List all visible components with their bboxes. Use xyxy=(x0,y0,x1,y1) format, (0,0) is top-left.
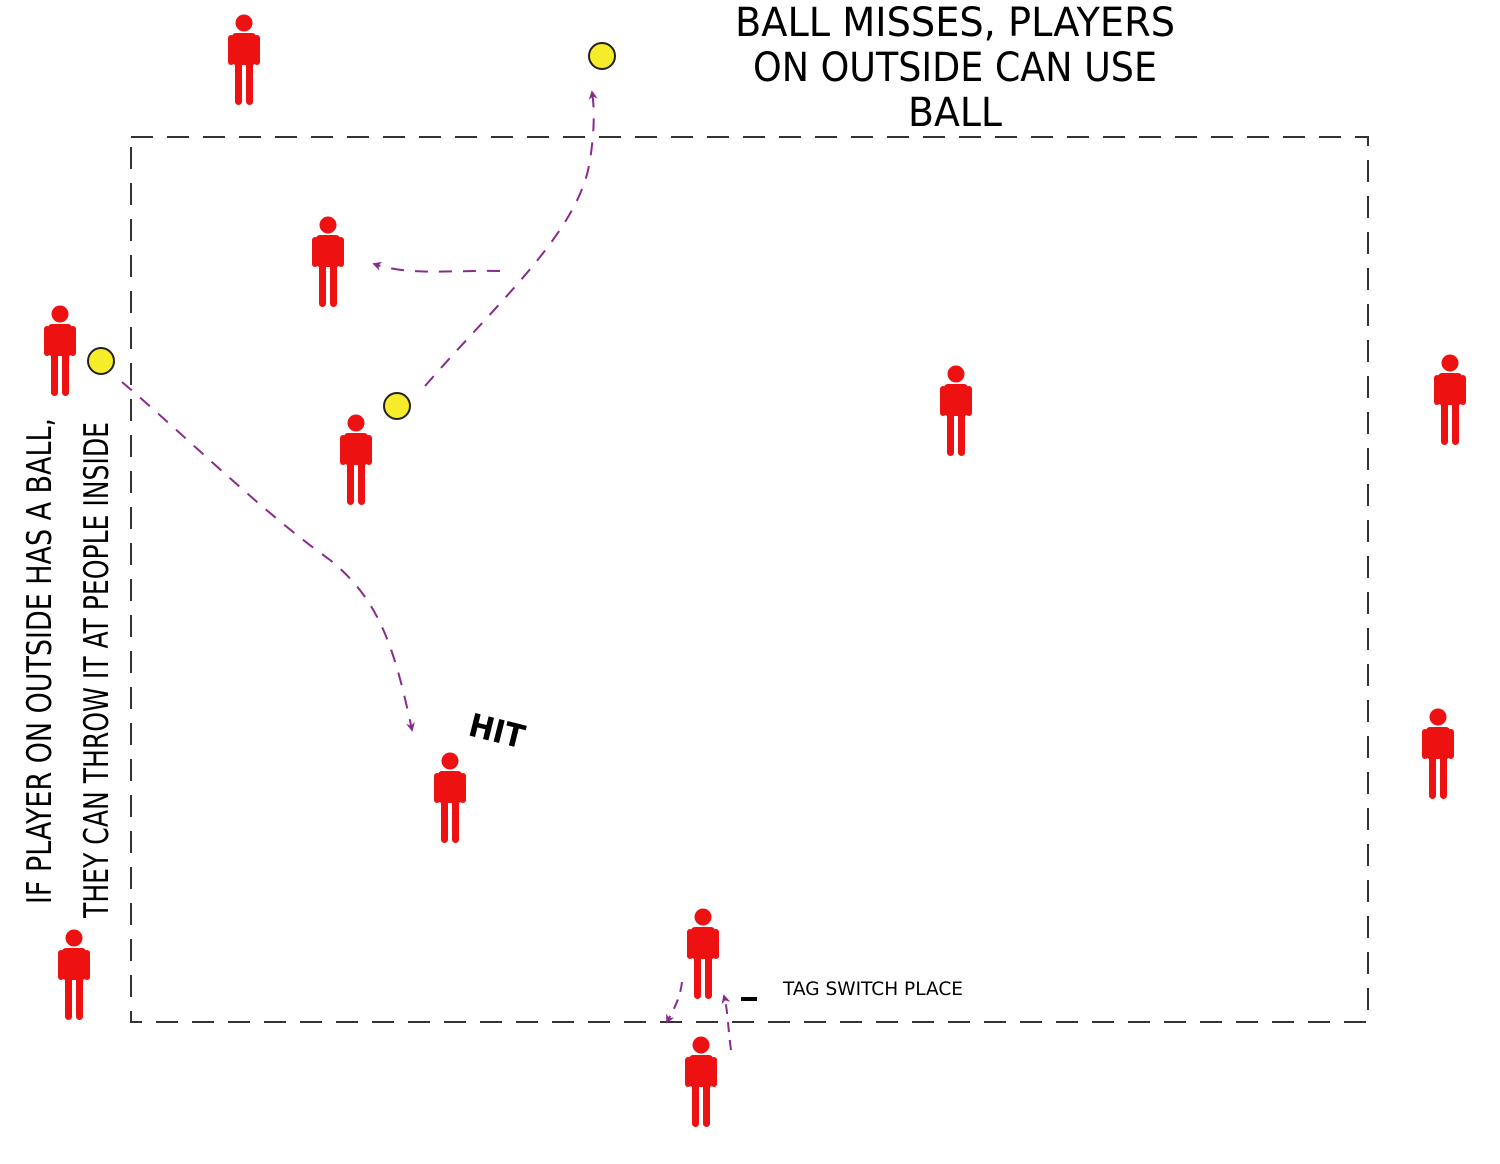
person-icon xyxy=(940,365,972,456)
person-icon xyxy=(44,305,76,396)
arrow-switch-out xyxy=(666,981,683,1024)
top-annotation-line1: BALL MISSES, PLAYERS xyxy=(735,0,1175,46)
side-annotation-line2: THEY CAN THROW IT AT PEOPLE INSIDE xyxy=(77,422,117,919)
ball-icon xyxy=(87,347,115,375)
person-icon xyxy=(685,1036,717,1127)
hit-label: HIT xyxy=(465,706,529,756)
person-icon xyxy=(687,908,719,999)
person-icon xyxy=(340,414,372,505)
tag-switch-label: TAG SWITCH PLACE xyxy=(782,978,963,1000)
arrow-branch-to-player xyxy=(372,262,501,273)
arrow-switch-in xyxy=(721,994,732,1051)
top-annotation-line3: BALL xyxy=(908,90,1003,136)
person-icon xyxy=(434,752,466,843)
side-annotation-line1: IF PLAYER ON OUTSIDE HAS A BALL, xyxy=(20,418,60,904)
person-icon xyxy=(312,216,344,307)
arrow-throw-to-hit xyxy=(121,381,415,732)
arrow-ball-to-top xyxy=(424,90,598,387)
person-icon xyxy=(1434,354,1466,445)
ball-icon xyxy=(588,42,616,70)
top-annotation-line2: ON OUTSIDE CAN USE xyxy=(753,45,1157,91)
tag-dash-mark xyxy=(741,997,757,1001)
person-icon xyxy=(58,929,90,1020)
field-boundary xyxy=(130,136,1369,1023)
ball-icon xyxy=(383,392,411,420)
person-icon xyxy=(1422,708,1454,799)
person-icon xyxy=(228,14,260,105)
